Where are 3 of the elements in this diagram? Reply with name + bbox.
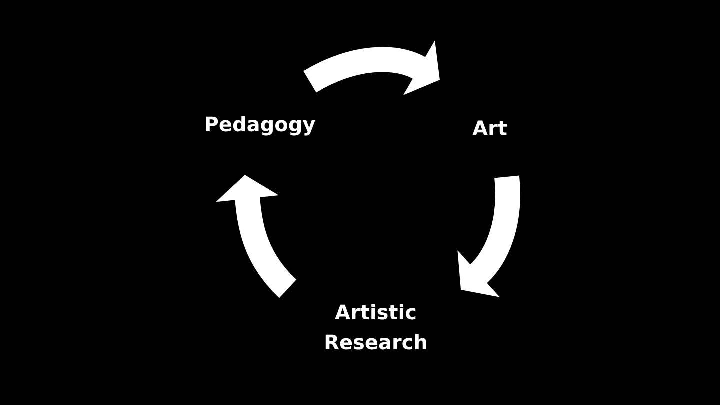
stage-label: Artistic Research	[326, 304, 426, 350]
stage-label: Art	[472, 120, 507, 136]
stage-label: Pedagogy	[206, 116, 316, 136]
